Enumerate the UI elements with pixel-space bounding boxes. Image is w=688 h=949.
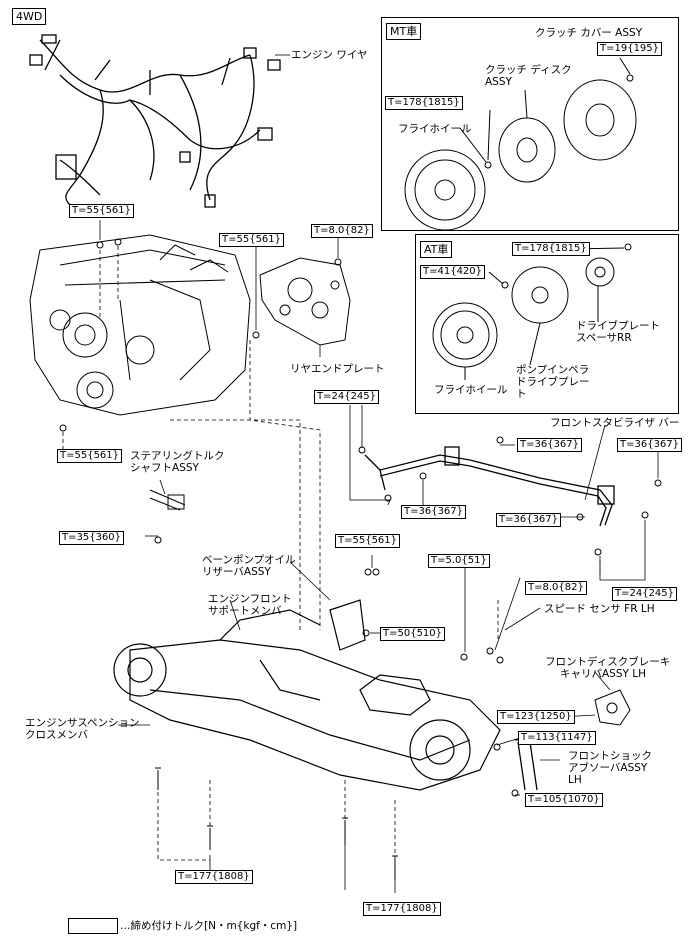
- brake-caliper-label-2: キャリパASSY LH: [560, 668, 647, 680]
- at-flywheel-label: フライホイール: [434, 384, 508, 396]
- torque-callout: T=55{561}: [69, 204, 135, 218]
- shock-absorber-label-3: LH: [568, 774, 582, 786]
- at-panel: [415, 234, 679, 414]
- variant-tag: 4WD: [12, 8, 47, 25]
- torque-callout: T=8.0{82}: [311, 224, 373, 238]
- speed-sensor-label: スピード センサ FR LH: [544, 603, 655, 615]
- bolts: [59, 238, 662, 880]
- torque-mt-flywheel: T=178{1815}: [385, 96, 463, 110]
- clutch-cover-label: クラッチ カバー ASSY: [535, 27, 643, 39]
- crossmember-drawing: [113, 599, 501, 791]
- torque-callout: T=123{1250}: [497, 710, 575, 724]
- brake-caliper-drawing: [594, 689, 631, 726]
- stabilizer-bar-label: フロントスタビライザ バー: [550, 417, 680, 429]
- torque-callout: T=55{561}: [57, 449, 123, 463]
- clutch-disc-label-2: ASSY: [485, 76, 512, 88]
- dashed-leaders: [62, 246, 601, 861]
- brake-caliper-label-1: フロントディスクブレーキ: [545, 656, 671, 668]
- shock-absorber-label-2: アブソーバASSY: [568, 762, 648, 774]
- torque-callout: T=35{360}: [59, 531, 125, 545]
- mt-flywheel-label: フライホイール: [398, 123, 472, 135]
- at-panel-title: AT車: [420, 241, 453, 258]
- torque-callout: T=55{561}: [335, 534, 401, 548]
- mt-panel-title: MT車: [386, 23, 422, 40]
- torque-callout: T=5.0{51}: [428, 554, 490, 568]
- legend-text: …締め付けトルク[N・m{kgf・cm}]: [120, 920, 298, 932]
- drive-plate-spacer-label-1: ドライブプレート: [576, 320, 660, 332]
- steering-shaft-drawing: [149, 489, 186, 511]
- steering-shaft-label-1: ステアリングトルク: [130, 450, 225, 462]
- shock-absorber-drawing: [514, 737, 538, 791]
- drive-plate-spacer-label-2: スペーサRR: [576, 332, 632, 344]
- rear-end-plate-drawing: [259, 257, 351, 346]
- torque-callout: T=8.0{82}: [525, 581, 587, 595]
- torque-callout: T=113{1147}: [518, 731, 596, 745]
- torque-callout: T=36{367}: [517, 438, 583, 452]
- torque-callout: T=50{510}: [380, 627, 446, 641]
- engine-block: [29, 234, 251, 416]
- pump-impeller-label-1: ポンプインペラ: [516, 364, 590, 376]
- crossmember-label-1: エンジンサスペンション: [25, 717, 140, 729]
- legend-box: [68, 918, 118, 934]
- torque-callout: T=177{1808}: [175, 870, 253, 884]
- vane-pump-reservoir-label-2: リザーバASSY: [202, 566, 271, 578]
- stabilizer-bar-drawing: [364, 446, 615, 527]
- torque-callout: T=36{367}: [496, 513, 562, 527]
- pump-impeller-label-2: ドライブプレー: [516, 376, 590, 388]
- mt-clutch-drawing: [404, 57, 637, 231]
- torque-at-left: T=41{420}: [420, 265, 486, 279]
- pump-impeller-label-3: ト: [516, 388, 527, 400]
- shock-absorber-label-1: フロントショック: [568, 750, 652, 762]
- torque-clutch-cover: T=19{195}: [597, 42, 663, 56]
- support-member-label-1: エンジンフロント: [208, 593, 292, 605]
- torque-callout: T=177{1808}: [363, 902, 441, 916]
- engine-wire-harness: [29, 34, 281, 208]
- crossmember-label-2: クロスメンバ: [25, 729, 88, 741]
- engine-wire-label: エンジン ワイヤ: [291, 49, 368, 61]
- at-flywheel-drawing: [432, 243, 632, 380]
- clutch-disc-label-1: クラッチ ディスク: [485, 64, 572, 76]
- support-member-label-2: サポートメンバ: [208, 605, 282, 617]
- vane-pump-reservoir-label-1: ベーンポンプオイル: [202, 554, 296, 566]
- torque-callout: T=55{561}: [219, 233, 285, 247]
- torque-callout: T=24{245}: [314, 390, 380, 404]
- torque-callout: T=24{245}: [612, 587, 678, 601]
- rear-end-plate-label: リヤエンドプレート: [290, 363, 385, 375]
- steering-shaft-label-2: シャフトASSY: [130, 462, 199, 474]
- mt-panel: [381, 17, 679, 231]
- torque-callout: T=105{1070}: [525, 793, 603, 807]
- torque-callout: T=36{367}: [401, 505, 467, 519]
- torque-at-top: T=178{1815}: [512, 242, 590, 256]
- torque-callout: T=36{367}: [617, 438, 683, 452]
